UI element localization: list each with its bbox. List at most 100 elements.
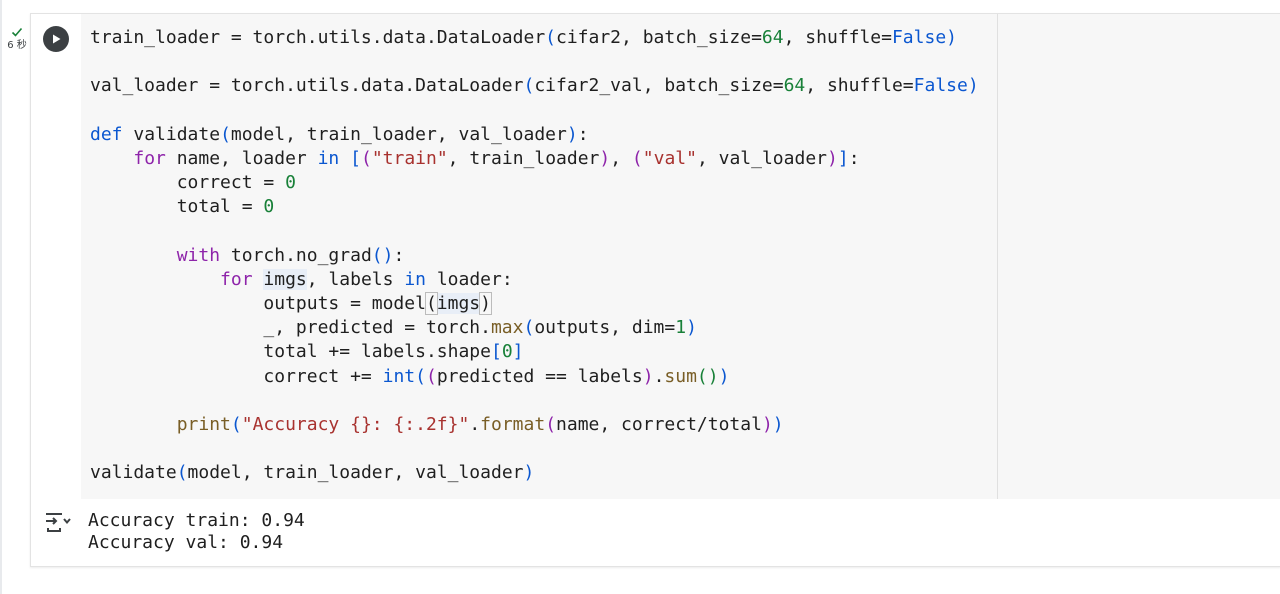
code-token [90,148,133,169]
code-line-1: train_loader = torch.utils.data.DataLoad… [90,26,979,50]
code-token: : [577,123,589,145]
code-token [253,269,264,290]
code-token: torch.no_grad [220,244,372,266]
code-token: ) [479,292,492,316]
execution-time: 6 秒 [7,40,27,51]
code-token: outputs = model [90,293,426,315]
code-token: validate [122,123,221,145]
code-token: , [610,147,632,169]
code-token: ( [360,147,372,169]
code-token: ( [523,75,535,97]
execution-status: 6 秒 [4,26,30,52]
output-expand-icon[interactable] [43,510,73,534]
code-token: ( [230,414,242,435]
code-token: ) [827,147,838,169]
code-token: ( [176,462,188,484]
code-token: model, train_loader, val_loader [230,123,567,145]
code-cell[interactable]: train_loader = torch.utils.data.DataLoad… [30,13,1280,567]
code-token: ) [566,123,578,145]
play-icon [50,33,62,45]
code-line-10: _, predicted = torch.max(outputs, dim=1) [90,316,979,340]
code-token: outputs, dim= [534,317,676,339]
code-line-7: with torch.no_grad(): [90,244,979,268]
code-token: , val_loader [696,147,827,169]
code-token: , train_loader [447,147,600,169]
code-token: ) [946,27,957,48]
code-line-9: outputs = model(imgs) [90,292,979,316]
code-token: model, train_loader, val_loader [187,462,524,484]
code-token: 0 [285,172,296,194]
code-token: int [382,365,416,387]
code-token: ( [220,123,231,145]
code-line-3: def validate(model, train_loader, val_lo… [90,123,979,147]
code-token: cifar2_val, batch_size= [534,75,784,97]
code-token: with [176,244,221,266]
code-token: name, loader [165,147,318,169]
code-token: val_loader = torch.utils.data.DataLoader [90,75,524,97]
code-token: , labels [306,268,405,290]
code-token: predicted == labels [436,365,643,387]
output-line: Accuracy train: 0.94 [88,510,305,531]
code-text[interactable]: train_loader = torch.utils.data.DataLoad… [90,26,979,486]
code-token: ( [424,292,438,316]
code-token: "val" [642,147,697,169]
code-token: . [653,365,665,387]
code-token: 64 [783,75,806,97]
code-token: ) [772,414,784,435]
code-token: , shuffle= [805,75,914,97]
code-token: sum [664,365,697,387]
code-token: for [133,147,166,169]
code-token: correct = [90,172,286,194]
code-token: ) [718,365,730,387]
code-token: False [913,75,968,97]
code-token: 1 [675,317,687,339]
code-token: ( [425,365,437,387]
output-line: Accuracy val: 0.94 [88,532,284,553]
code-token: correct += [90,365,383,387]
run-cell-button[interactable] [43,26,69,52]
code-line-6: total = 0 [90,195,979,219]
code-token: loader: [426,268,513,290]
code-token: name, correct/total [556,414,762,435]
left-gutter-rule [0,0,2,594]
code-token: ) [761,414,773,435]
code-token: : [393,244,405,266]
code-line-blank [90,220,979,244]
code-token: 64 [761,27,784,48]
code-token: total += labels.shape [90,341,491,363]
code-token: : [848,147,860,169]
code-token: train_loader = torch.utils.data.DataLoad… [90,27,546,48]
code-token: def [90,123,123,145]
code-token: print [176,414,231,435]
code-token [339,148,350,169]
code-token: ) [599,147,611,169]
code-line-14: validate(model, train_loader, val_loader… [90,461,979,485]
code-token: ( [415,365,426,387]
editor-ruler [997,14,998,499]
code-token: . [469,414,481,435]
code-token [90,414,177,435]
code-line-5: correct = 0 [90,171,979,195]
code-token: False [891,27,947,48]
code-token: 0 [263,196,275,218]
code-line-11: total += labels.shape[0] [90,340,979,364]
code-token [90,245,177,266]
code-token: imgs [436,293,481,315]
code-token: ) [642,365,654,387]
code-line-blank [90,437,979,461]
code-line-blank [90,389,979,413]
code-token: for [220,268,253,290]
code-token: ] [837,147,849,169]
code-token: [ [490,341,502,363]
code-editor[interactable]: train_loader = torch.utils.data.DataLoad… [81,14,1280,499]
code-token [90,269,220,290]
code-token: ) [686,317,697,339]
code-token: ( [545,27,556,48]
code-line-12: correct += int((predicted == labels).sum… [90,365,979,389]
code-token: ) [967,75,979,97]
code-token: max [490,317,524,339]
code-token: ) [382,244,394,266]
check-icon [4,26,30,40]
